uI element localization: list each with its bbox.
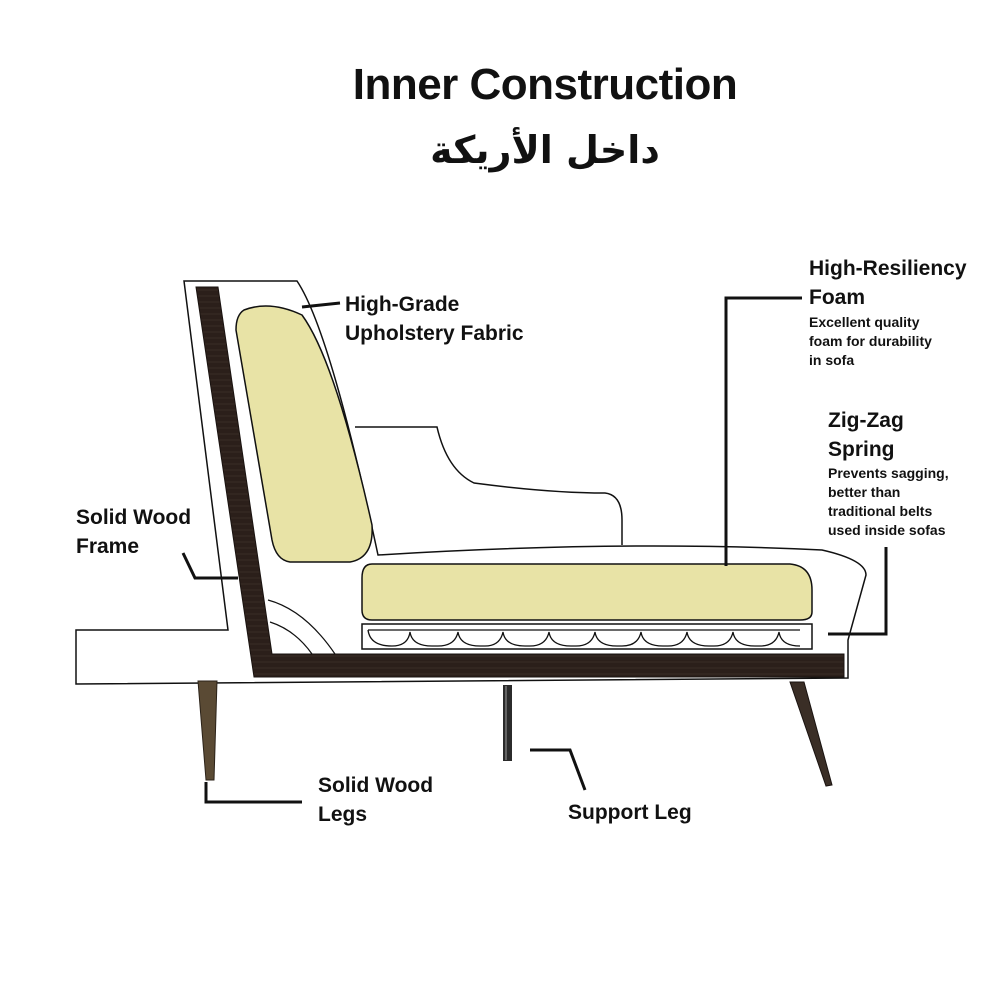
label-support-leg: Support Leg [568,798,692,827]
label-frame: Solid Wood Frame [76,503,191,561]
zigzag-spring [367,629,801,647]
label-frame-line1: Solid Wood [76,506,192,529]
corner-brace-inner [269,621,313,655]
label-legs: Solid Wood Legs [318,771,433,829]
desc-foam: Excellent quality foam for durability in… [809,313,932,370]
back-cushion-foam [235,305,373,563]
support-leg [503,685,512,761]
label-spring: Zig-Zag Spring [828,406,904,464]
label-upholstery-line1: High-Grade [345,293,460,316]
zigzag-spring-box [361,623,813,650]
label-foam-line1: High-Resiliency [809,257,967,280]
label-upholstery-line2: Upholstery Fabric [345,322,524,345]
leader-line-support [530,748,587,791]
label-frame-line2: Frame [76,535,140,558]
armrest-outline [355,426,623,545]
leader-line-foam [724,296,802,566]
leader-line-spring [828,547,888,636]
solid-wood-frame [195,286,845,678]
desc-spring-line1: Prevents sagging, [828,465,949,481]
leader-line-upholstery [301,301,341,309]
desc-foam-line3: in sofa [809,352,855,368]
leader-line-frame [181,552,238,580]
label-legs-line1: Solid Wood [318,774,434,797]
desc-spring-line3: traditional belts [828,503,933,519]
seat-cushion-foam [361,563,813,621]
label-foam: High-Resiliency Foam [809,254,967,312]
corner-brace [267,599,336,655]
solid-wood-leg-rear [789,681,833,787]
label-spring-line2: Spring [828,438,895,461]
label-support-line1: Support Leg [568,801,692,824]
desc-foam-line2: foam for durability [809,333,932,349]
diagram-title-arabic: داخل الأريكة [430,128,660,172]
label-foam-line2: Foam [809,286,866,309]
desc-foam-line1: Excellent quality [809,314,920,330]
label-spring-line1: Zig-Zag [828,409,904,432]
desc-spring-line4: used inside sofas [828,522,946,538]
diagram-title: Inner Construction [352,60,738,109]
leader-line-legs [204,782,302,804]
solid-wood-leg-front [197,680,218,781]
desc-spring-line2: better than [828,484,901,500]
desc-spring: Prevents sagging, better than traditiona… [828,464,949,540]
label-upholstery: High-Grade Upholstery Fabric [345,290,524,348]
label-legs-line2: Legs [318,803,368,826]
